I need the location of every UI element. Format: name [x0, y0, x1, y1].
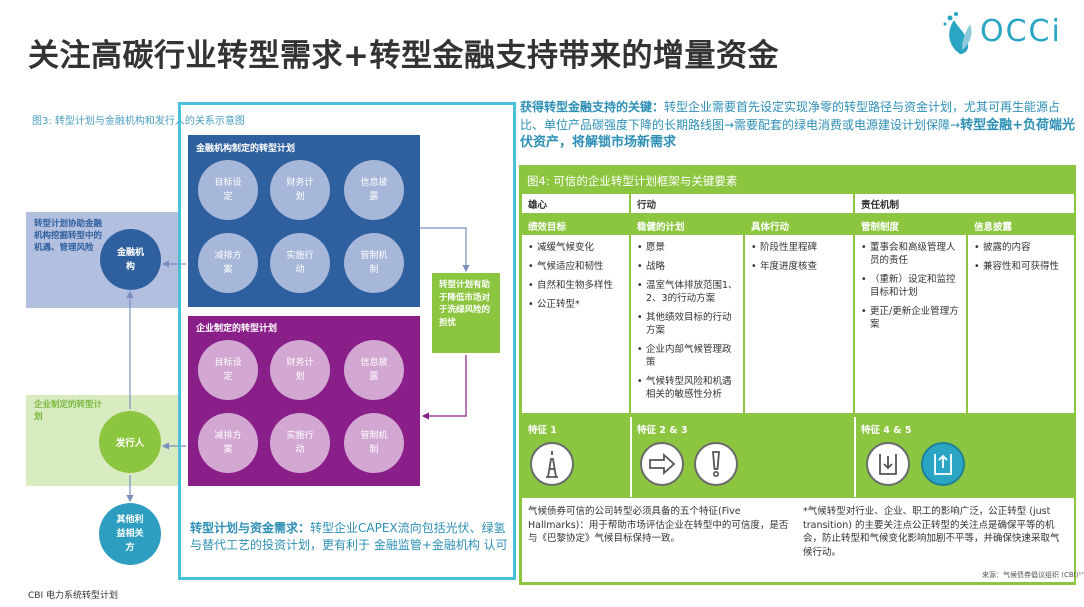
issuer-note: 企业制定的转型计划 [34, 400, 103, 422]
key-text: 转型企业需要首先设定实现净零的转型路径与资金计划，尤其可再生能源占比、单位产品碳… [520, 100, 1061, 132]
list-item: （重新）设定和监控目标和计划 [861, 273, 962, 299]
source-left: CBI 电力系统转型计划 [28, 591, 118, 601]
corp-plan-panel: 企业制定的转型计划 目标设定 财务计划 信息披露 减排方案 实施行动 管制机制 [188, 316, 420, 486]
corp-circle-reduction: 减排方案 [198, 413, 258, 473]
corp-circle-action: 实施行动 [270, 413, 330, 473]
download-doc-icon [866, 442, 910, 486]
col-header-disclosure: 信息披露 [974, 222, 1013, 233]
feature-divider-1 [630, 417, 632, 497]
list-item: 公正转型* [528, 298, 625, 311]
list-item: 气候转型风险和机遇相关的敏感性分析 [637, 375, 739, 401]
source-right: 来源：气候债券倡议组织 (CBI)¹⁷ [982, 571, 1084, 579]
col-performance: 减缓气候变化气候适应和韧性自然和生物多样性公正转型* [522, 235, 629, 413]
list-item: 披露的内容 [974, 241, 1070, 254]
upload-doc-icon [921, 442, 965, 486]
fi-circle-finance: 财务计划 [270, 160, 330, 220]
capex-note-bold: 转型计划与资金需求： [190, 521, 311, 535]
list-item: 更正/更新企业管理方案 [861, 305, 962, 331]
logo-leaf-icon [943, 12, 972, 54]
col-disclosure: 披露的内容兼容性和可获得性 [968, 235, 1074, 413]
feature-4-5-label: 特征 4 & 5 [861, 425, 912, 436]
fig4-notes [522, 498, 1074, 582]
group-ambition-cell: 雄心 [522, 194, 629, 213]
bank-circle: 金融机构 [100, 229, 161, 290]
corp-circle-finance: 财务计划 [270, 340, 330, 400]
note-five-hallmarks: 气候债券可信的公司转型必须具备的五个特征(Five Hallmarks)：用于帮… [528, 506, 789, 544]
list-item: 温室气体排放范围1、2、3的行动方案 [637, 279, 739, 305]
list-item: 战略 [637, 260, 739, 273]
list-item: 愿景 [637, 241, 739, 254]
group-action-cell: 行动 [631, 194, 853, 213]
group-action: 行动 [637, 200, 657, 211]
group-accountability: 责任机制 [861, 200, 900, 211]
bank-note: 转型计划协助金融机构挖掘转型中的机遇、管理风险 [34, 219, 103, 253]
list-item: 减缓气候变化 [528, 241, 625, 254]
feature-divider-2 [854, 417, 856, 497]
list-item: 董事会和高级管理人员的责任 [861, 241, 962, 267]
corp-circle-target: 目标设定 [198, 340, 258, 400]
corp-plan-title: 企业制定的转型计划 [196, 324, 278, 334]
feature-2-3-label: 特征 2 & 3 [637, 425, 688, 436]
greenwash-note: 转型计划有助于降低市场对于洗绿风险的担忧 [432, 273, 500, 353]
capex-note: 转型计划与资金需求：转型企业CAPEX流向包括光伏、绿氢与替代工艺的投资计划，更… [190, 520, 510, 554]
list-item: 阶段性里程碑 [751, 241, 849, 254]
fi-plan-panel: 金融机构制定的转型计划 目标设定 财务计划 信息披露 减排方案 实施行动 管制机… [188, 135, 420, 307]
col-governance: 董事会和高级管理人员的责任 （重新）设定和监控目标和计划更正/更新企业管理方案 [855, 235, 966, 413]
fi-plan-title: 金融机构制定的转型计划 [196, 144, 296, 154]
group-accountability-cell: 责任机制 [855, 194, 1074, 213]
feature-1-label: 特征 1 [528, 425, 557, 436]
col-header-performance: 绩效目标 [528, 222, 567, 233]
group-ambition: 雄心 [528, 200, 548, 211]
key-bold-end: 转型金融+负荷端光伏资产，将解锁市场新需求 [520, 117, 1076, 151]
list-item: 年度进度核查 [751, 260, 849, 273]
list-item: 企业内部气候管理政策 [637, 343, 739, 369]
col-actions: 阶段性里程碑年度进度核查 [745, 235, 853, 413]
page-title: 关注高碳行业转型需求+转型金融支持带来的增量资金 [28, 38, 779, 74]
fi-circle-disclosure: 信息披露 [344, 160, 404, 220]
col-header-plan: 稳健的计划 [637, 222, 685, 233]
corp-circle-disclosure: 信息披露 [344, 340, 404, 400]
key-bold-start: 获得转型金融支持的关键： [520, 100, 665, 114]
col-plan: 愿景战略温室气体排放范围1、2、3的行动方案其他绩效目标的行动方案企业内部气候管… [631, 235, 743, 413]
note-just-transition: *气候转型对行业、企业、职工的影响广泛，公正转型 (just transitio… [803, 506, 1060, 558]
actions-list: 阶段性里程碑年度进度核查 [751, 241, 849, 273]
fi-circle-control: 管制机制 [344, 233, 404, 293]
issuer-circle: 发行人 [99, 411, 161, 473]
plan-list: 愿景战略温室气体排放范围1、2、3的行动方案其他绩效目标的行动方案企业内部气候管… [637, 241, 739, 401]
fig4-caption: 图4: 可信的企业转型计划框架与关键要素 [527, 174, 738, 188]
corp-circle-control: 管制机制 [344, 413, 404, 473]
disclosure-list: 披露的内容兼容性和可获得性 [974, 241, 1070, 273]
tower-icon [530, 442, 574, 486]
governance-list: 董事会和高级管理人员的责任 （重新）设定和监控目标和计划更正/更新企业管理方案 [861, 241, 962, 331]
list-item: 气候适应和韧性 [528, 260, 625, 273]
col-header-governance: 管制制度 [861, 222, 900, 233]
stakeholders-circle: 其他利益相关方 [99, 503, 161, 565]
fig3-frame [178, 102, 516, 580]
key-paragraph: 获得转型金融支持的关键：转型企业需要首先设定实现净零的转型路径与资金计划，尤其可… [520, 99, 1076, 152]
capex-note-text: 转型企业CAPEX流向包括光伏、绿氢与替代工艺的投资计划，更有利于 金融监管+金… [190, 521, 508, 552]
fi-circle-target: 目标设定 [198, 160, 258, 220]
list-item: 其他绩效目标的行动方案 [637, 311, 739, 337]
logo-text: OCCi [980, 14, 1062, 49]
arrow-right-icon [640, 442, 684, 486]
fi-circle-reduction: 减排方案 [198, 233, 258, 293]
fig3-caption: 图3: 转型计划与金融机构和发行人的关系示意图 [32, 116, 245, 127]
list-item: 自然和生物多样性 [528, 279, 625, 292]
list-item: 兼容性和可获得性 [974, 260, 1070, 273]
fi-circle-action: 实施行动 [270, 233, 330, 293]
exclamation-icon [694, 442, 738, 486]
col-header-actions: 具体行动 [751, 222, 790, 233]
performance-list: 减缓气候变化气候适应和韧性自然和生物多样性公正转型* [528, 241, 625, 311]
